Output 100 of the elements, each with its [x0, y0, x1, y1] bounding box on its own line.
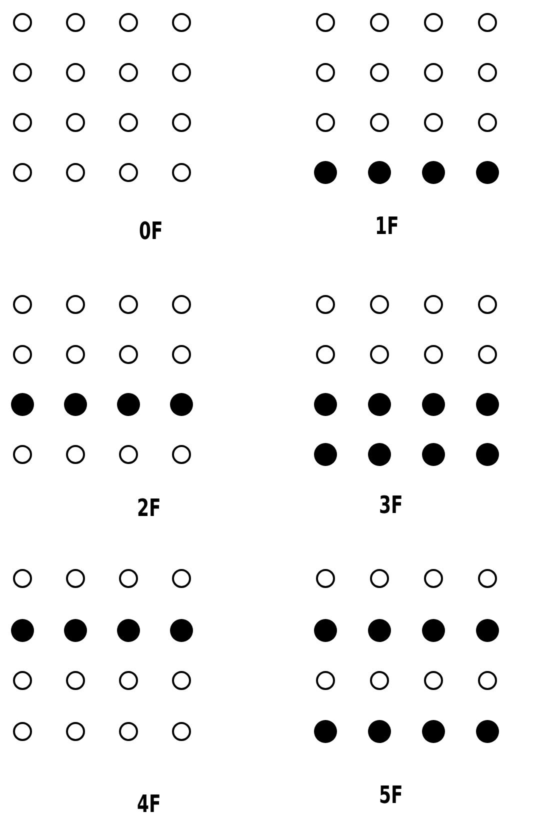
open-circle [118, 162, 138, 182]
open-circle [316, 62, 334, 82]
open-circle [12, 294, 32, 314]
filled-circle [476, 442, 498, 466]
open-circle [12, 12, 32, 32]
open-circle [370, 12, 388, 32]
open-circle [424, 294, 442, 314]
open-circle [66, 444, 84, 464]
filled-circle [314, 392, 336, 416]
panel-label: 2F [136, 495, 161, 521]
open-circle [316, 344, 334, 364]
filled-circle [116, 618, 140, 642]
open-circle [370, 62, 388, 82]
open-circle [12, 62, 32, 82]
open-circle [424, 568, 442, 588]
open-circle [12, 722, 32, 740]
open-circle [424, 344, 442, 364]
open-circle [424, 62, 442, 82]
open-circle [66, 294, 84, 314]
open-circle [370, 670, 388, 690]
filled-circle [476, 160, 498, 184]
filled-circle [368, 720, 390, 742]
open-circle [316, 12, 334, 32]
open-circle [172, 62, 190, 82]
open-circle [66, 568, 84, 588]
open-circle [118, 62, 138, 82]
panel-label: 3F [378, 492, 403, 518]
open-circle [118, 722, 138, 740]
open-circle [172, 444, 190, 464]
filled-circle [314, 618, 336, 642]
open-circle [66, 112, 84, 132]
open-circle [370, 344, 388, 364]
filled-circle [314, 442, 336, 466]
open-circle [66, 62, 84, 82]
open-circle [172, 12, 190, 32]
filled-circle [368, 160, 390, 184]
filled-circle [116, 392, 140, 416]
panel-label: 4F [136, 791, 161, 817]
open-circle [316, 294, 334, 314]
filled-circle [476, 392, 498, 416]
open-circle [172, 112, 190, 132]
filled-circle [170, 392, 192, 416]
open-circle [118, 294, 138, 314]
open-circle [424, 670, 442, 690]
open-circle [118, 670, 138, 690]
open-circle [66, 344, 84, 364]
open-circle [370, 112, 388, 132]
open-circle [316, 568, 334, 588]
filled-circle [368, 392, 390, 416]
open-circle [172, 670, 190, 690]
open-circle [172, 162, 190, 182]
open-circle [172, 568, 190, 588]
open-circle [424, 112, 442, 132]
open-circle [12, 568, 32, 588]
open-circle [172, 722, 190, 740]
open-circle [172, 344, 190, 364]
filled-circle [368, 442, 390, 466]
filled-circle [422, 392, 444, 416]
panel-label: 1F [374, 213, 399, 239]
open-circle [316, 112, 334, 132]
open-circle [66, 162, 84, 182]
open-circle [478, 62, 496, 82]
open-circle [118, 112, 138, 132]
open-circle [478, 112, 496, 132]
filled-circle [314, 160, 336, 184]
open-circle [478, 344, 496, 364]
filled-circle [314, 720, 336, 742]
open-circle [12, 670, 32, 690]
panel-label: 0F [138, 218, 163, 244]
filled-circle [422, 618, 444, 642]
open-circle [478, 568, 496, 588]
open-circle [118, 12, 138, 32]
open-circle [118, 568, 138, 588]
open-circle [66, 12, 84, 32]
open-circle [478, 294, 496, 314]
panel-label: 5F [378, 782, 403, 808]
open-circle [12, 444, 32, 464]
filled-circle [422, 720, 444, 742]
open-circle [118, 444, 138, 464]
filled-circle [368, 618, 390, 642]
filled-circle [10, 392, 34, 416]
filled-circle [170, 618, 192, 642]
filled-circle [476, 720, 498, 742]
open-circle [424, 12, 442, 32]
open-circle [172, 294, 190, 314]
open-circle [370, 568, 388, 588]
open-circle [478, 670, 496, 690]
open-circle [66, 722, 84, 740]
open-circle [478, 12, 496, 32]
open-circle [12, 162, 32, 182]
filled-circle [422, 442, 444, 466]
filled-circle [422, 160, 444, 184]
open-circle [66, 670, 84, 690]
filled-circle [64, 392, 86, 416]
open-circle [316, 670, 334, 690]
open-circle [118, 344, 138, 364]
filled-circle [10, 618, 34, 642]
open-circle [370, 294, 388, 314]
filled-circle [476, 618, 498, 642]
open-circle [12, 112, 32, 132]
